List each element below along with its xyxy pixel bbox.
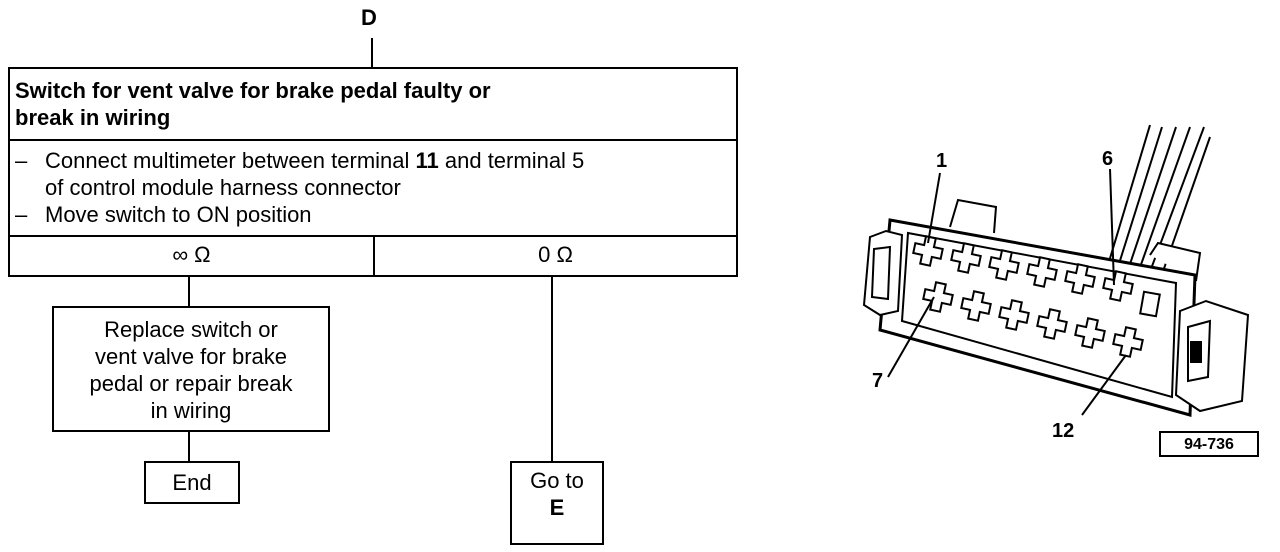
step-1-text-c: of control module harness connector (45, 175, 401, 200)
connector-pin-1 (912, 235, 944, 267)
step-1-text: Connect multimeter between terminal 11 a… (45, 147, 584, 201)
branch-right-label: 0 Ω (538, 242, 573, 267)
action-line-4: in wiring (150, 398, 232, 423)
pin-grid (912, 235, 1144, 358)
action-line-1: Replace switch or (104, 317, 278, 342)
condition-title: Switch for vent valve for brake pedal fa… (15, 77, 491, 131)
connector-pin-12 (1112, 326, 1144, 358)
harness-connector-illustration: 1 6 7 12 (862, 124, 1250, 442)
figure-id-box: 94-736 (1159, 431, 1259, 457)
action-line-2: vent valve for brake (95, 344, 287, 369)
pin-label-6: 6 (1102, 148, 1113, 170)
top-tab-right (1149, 241, 1202, 282)
branch-divider (373, 235, 375, 275)
end-box: End (144, 461, 240, 504)
right-latch-slot (1190, 341, 1202, 363)
connector-line-entry (371, 38, 373, 68)
connector-pin-8 (960, 290, 992, 322)
connector-pin-4 (1026, 256, 1058, 288)
step-1: – Connect multimeter between terminal 11… (15, 147, 730, 201)
step-1-terminal: 11 (415, 148, 439, 173)
goto-line-1: Go to (530, 468, 584, 493)
condition-steps: – Connect multimeter between terminal 11… (15, 147, 730, 228)
entry-label: D (361, 5, 377, 30)
connector-pin-7 (922, 281, 954, 313)
connector-pin-3 (988, 249, 1020, 281)
end-label: End (172, 470, 212, 495)
wire-bundle (1107, 124, 1211, 281)
step-2: – Move switch to ON position (15, 201, 730, 228)
condition-title-line1: Switch for vent valve for brake pedal fa… (15, 78, 491, 103)
connector-pin-2 (950, 242, 982, 274)
connector-line-right (551, 277, 553, 462)
action-line-3: pedal or repair break (89, 371, 293, 396)
connector-pin-9 (998, 299, 1030, 331)
condition-divider-top (10, 139, 736, 141)
action-box: Replace switch or vent valve for brake p… (52, 306, 330, 432)
goto-box: Go to E (510, 461, 604, 545)
step-1-text-a: Connect multimeter between terminal (45, 148, 416, 173)
pin-label-12: 12 (1052, 420, 1074, 442)
right-latch-detail (1187, 319, 1212, 383)
step-1-text-b: and terminal 5 (438, 148, 585, 173)
connector-line-end (188, 432, 190, 462)
condition-title-line2: break in wiring (15, 105, 171, 130)
step-2-text: Move switch to ON position (45, 202, 312, 227)
step-2-dash: – (15, 202, 28, 227)
connector-pin-10 (1036, 308, 1068, 340)
connector-pin-5 (1064, 263, 1096, 295)
right-latch (1174, 299, 1250, 413)
pin-label-7: 7 (872, 370, 883, 392)
connector-pin-11 (1074, 317, 1106, 349)
connector-line-left (188, 277, 190, 307)
left-latch (862, 229, 904, 317)
leader-lines (887, 168, 1127, 416)
figure-id: 94-736 (1184, 436, 1234, 453)
goto-line-2: E (549, 495, 565, 520)
action-text: Replace switch or vent valve for brake p… (54, 316, 328, 424)
branch-left-label: ∞ Ω (172, 242, 211, 267)
pin-label-1: 1 (936, 150, 947, 172)
condition-box: Switch for vent valve for brake pedal fa… (8, 67, 738, 277)
goto-text: Go to E (512, 467, 602, 521)
top-tab-left (949, 198, 998, 234)
key-slot (1139, 290, 1161, 318)
step-1-dash: – (15, 148, 28, 173)
left-latch-detail (870, 245, 892, 301)
connector-pin-6 (1102, 270, 1134, 302)
